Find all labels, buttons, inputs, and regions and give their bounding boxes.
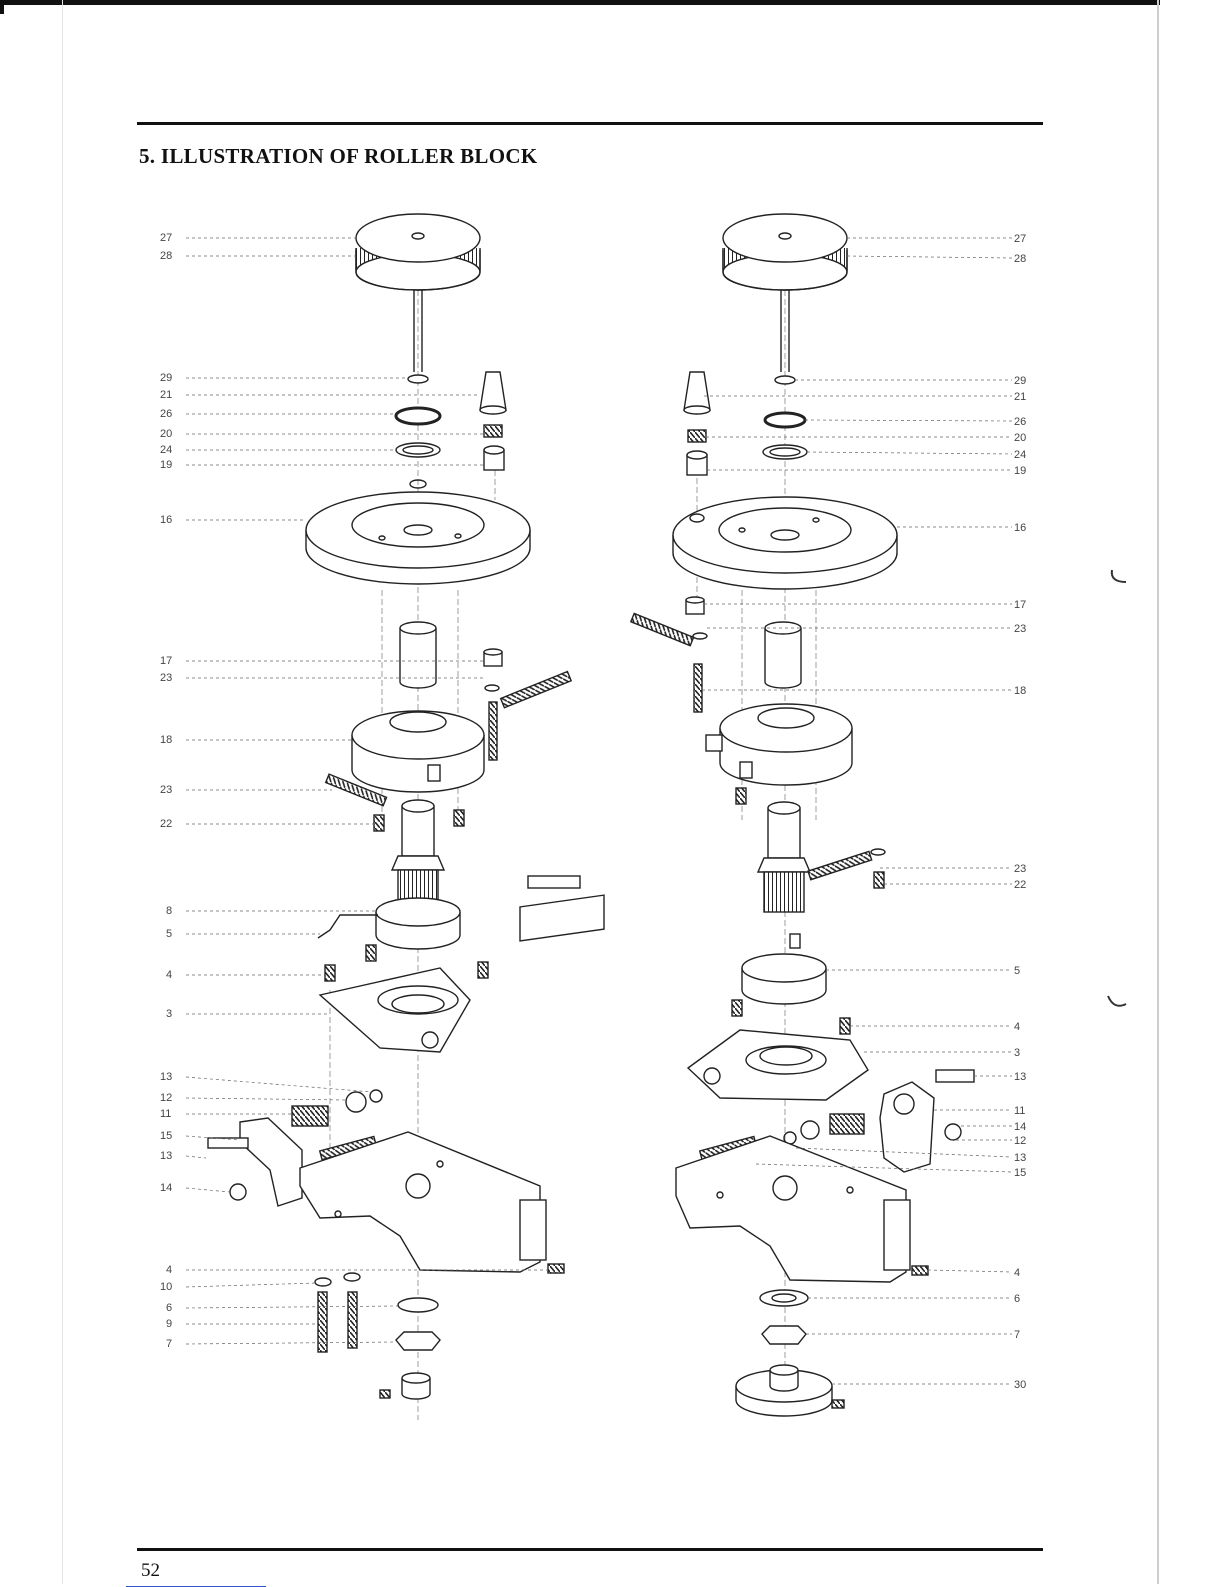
left-callout: 3 [166,1008,172,1020]
right-callout: 12 [1014,1135,1026,1147]
right-callout: 30 [1014,1379,1026,1391]
left-bearing-plate [320,968,470,1052]
left-callout: 29 [160,372,172,384]
right-callout: 13 [1014,1152,1026,1164]
right-callout: 23 [1014,863,1026,875]
scan-mark [1112,570,1126,582]
left-callout: 6 [166,1302,172,1314]
left-spacer-block [352,711,484,792]
right-callout: 26 [1014,416,1026,428]
right-callout: 16 [1014,522,1026,534]
right-base-chassis [676,1136,910,1282]
left-callout: 26 [160,408,172,420]
left-callout: 4 [166,969,172,981]
left-roller-top [356,214,480,290]
right-callout: 20 [1014,432,1026,444]
right-callout: 29 [1014,375,1026,387]
right-spacer-block [706,704,852,785]
right-callout: 11 [1014,1105,1025,1117]
left-callout: 27 [160,232,172,244]
right-callout: 23 [1014,623,1026,635]
left-callout: 22 [160,818,172,830]
right-callout: 4 [1014,1021,1020,1033]
left-microswitch [520,876,604,941]
left-callout: 18 [160,734,172,746]
right-callout: 13 [1014,1071,1026,1083]
right-callout: 24 [1014,449,1026,461]
right-callout: 28 [1014,253,1026,265]
right-callout: 22 [1014,879,1026,891]
right-callout: 7 [1014,1329,1020,1341]
left-callout: 7 [166,1338,172,1350]
left-callout: 8 [166,905,172,917]
left-callout: 10 [160,1281,172,1293]
left-callout: 24 [160,444,172,456]
footer-rule [137,1548,1043,1551]
left-callout: 4 [166,1264,172,1276]
left-callout: 23 [160,784,172,796]
right-callout: 6 [1014,1293,1020,1305]
left-callout: 19 [160,459,172,471]
right-callout: 5 [1014,965,1020,977]
right-callout: 21 [1014,391,1026,403]
right-pulley [736,1365,844,1416]
left-callout: 13 [160,1071,172,1083]
right-callout: 27 [1014,233,1026,245]
scan-mark [1108,996,1126,1006]
left-callout: 21 [160,389,172,401]
left-callout: 16 [160,514,172,526]
right-callout: 14 [1014,1121,1026,1133]
left-callout: 20 [160,428,172,440]
left-spindle [392,800,444,910]
left-callout: 14 [160,1182,172,1194]
right-callout: 3 [1014,1047,1020,1059]
right-callout: 17 [1014,599,1026,611]
left-callout: 9 [166,1318,172,1330]
left-callout: 15 [160,1130,172,1142]
left-callout: 5 [166,928,172,940]
right-bearing-plate [688,1030,868,1100]
left-assembly [208,214,604,1420]
left-callout: 28 [160,250,172,262]
right-callout: 15 [1014,1167,1026,1179]
left-disk [306,480,530,584]
right-callout: 4 [1014,1267,1020,1279]
left-callout: 12 [160,1092,172,1104]
right-spindle [758,802,810,912]
left-callout: 13 [160,1150,172,1162]
right-assembly [631,214,974,1416]
left-callouts: 27 28 29 21 26 20 24 19 16 17 23 18 23 2… [160,232,172,1350]
left-callout: 23 [160,672,172,684]
left-callout: 11 [160,1108,171,1120]
page-number: 52 [141,1560,160,1582]
right-callout: 19 [1014,465,1026,477]
right-disk [673,497,897,589]
right-roller-top [723,214,847,290]
right-callout: 18 [1014,685,1026,697]
left-callout: 17 [160,655,172,667]
right-callouts: 27 28 29 21 26 20 24 19 16 17 23 18 23 2… [1014,233,1026,1391]
